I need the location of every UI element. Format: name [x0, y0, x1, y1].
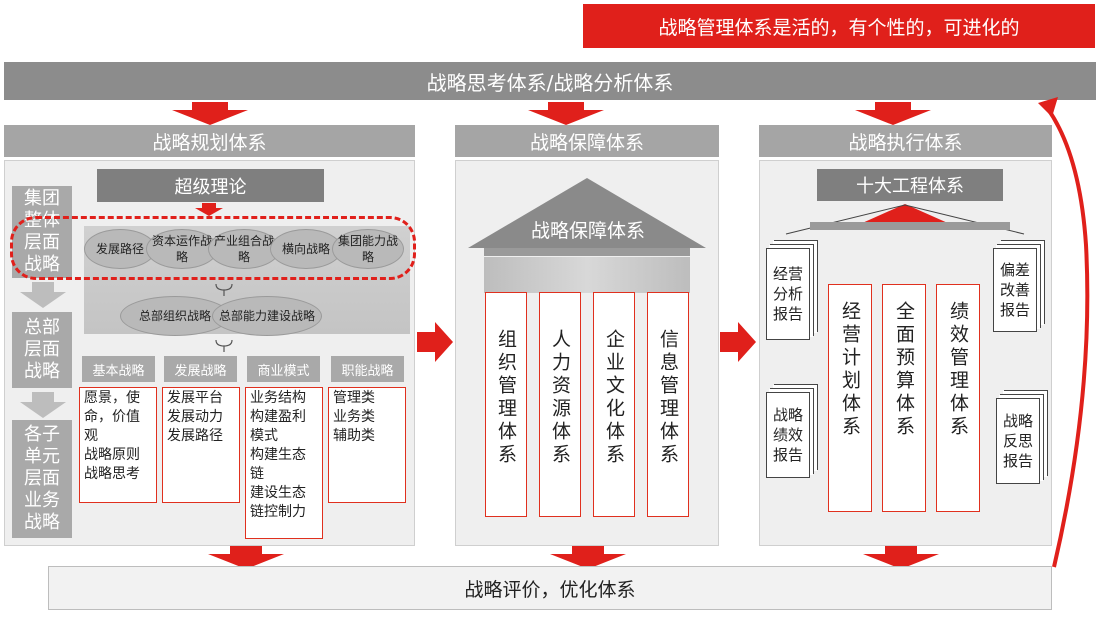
- list-item: 建设生态链控制力: [250, 485, 306, 520]
- report-performance: 战略绩效报告: [766, 392, 810, 478]
- roof-title: 战略保障体系: [530, 219, 645, 242]
- down-arrows-bottom: [208, 546, 939, 569]
- arrow-right-icon: [417, 322, 453, 362]
- oval-hq-capability: 总部能力建设战略: [212, 296, 322, 336]
- arrow-down-icon: [528, 102, 604, 125]
- list-item: 发展平台: [167, 390, 223, 406]
- list-item: 构建盈利模式: [250, 409, 306, 444]
- theory-down-arrow: [195, 203, 223, 216]
- oval-hq-org: 总部组织战略: [120, 296, 230, 336]
- level-unit: 各子单元层面业务战略: [12, 420, 72, 538]
- report-business-analysis: 经营分析报告: [766, 248, 810, 340]
- report-deviation: 偏差改善报告: [993, 248, 1037, 332]
- col-basic-list: 愿景，使命，价值观 战略原则 战略思考: [79, 387, 157, 503]
- execution-header: 战略执行体系: [759, 125, 1052, 157]
- brace-icon: [215, 339, 233, 352]
- pillar-culture: 企业文化体系: [593, 292, 635, 517]
- exec-bar: [810, 222, 1010, 230]
- right-arrow-1: [417, 322, 453, 362]
- right-arrow-2: [720, 322, 756, 362]
- oval-dev-path: 发展路径: [84, 229, 156, 269]
- list-item: 业务结构: [250, 390, 306, 406]
- col-function-list: 管理类 业务类 辅助类: [328, 387, 406, 503]
- evolution-banner: 战略管理体系是活的，有个性的，可进化的: [583, 4, 1095, 48]
- pillar-info: 信息管理体系: [647, 292, 689, 517]
- support-header: 战略保障体系: [455, 125, 719, 157]
- list-item: 愿景，使命，价值观: [84, 390, 140, 444]
- pillar-budget: 全面预算体系: [882, 284, 926, 512]
- arrow-right-icon: [720, 322, 756, 362]
- ten-projects-title: 十大工程体系: [817, 169, 1003, 201]
- strategy-thinking-bar: 战略思考体系/战略分析体系: [4, 62, 1096, 100]
- col-function-header: 职能战略: [331, 356, 404, 382]
- arrow-head-icon: [1038, 97, 1058, 117]
- pillar-hr: 人力资源体系: [539, 292, 581, 517]
- feedback-loop-arrow: [1038, 97, 1090, 568]
- brace-icon: [215, 283, 233, 296]
- level-hq: 总部层面战略: [12, 312, 72, 388]
- list-item: 发展路径: [167, 428, 223, 444]
- arrow-down-icon: [855, 102, 931, 125]
- report-reflection: 战略反思报告: [996, 398, 1040, 484]
- col-business-header: 商业模式: [247, 356, 320, 382]
- evaluation-bar: 战略评价，优化体系: [48, 566, 1052, 610]
- arrow-down-icon: [208, 546, 284, 569]
- list-item: 战略原则: [84, 447, 140, 463]
- beam: [484, 257, 690, 293]
- list-item: 业务类: [333, 409, 375, 425]
- list-item: 辅助类: [333, 428, 375, 444]
- group-highlight-outline: [10, 216, 416, 280]
- arrow-down-icon: [195, 203, 223, 216]
- col-dev-header: 发展战略: [164, 356, 237, 382]
- col-business-list: 业务结构 构建盈利模式 构建生态链 建设生态链控制力: [245, 387, 323, 539]
- arrow-down-icon: [863, 546, 939, 569]
- pillar-org: 组织管理体系: [485, 292, 527, 517]
- arrow-down-icon: [172, 102, 248, 125]
- list-item: 管理类: [333, 390, 375, 406]
- planning-header: 战略规划体系: [4, 125, 415, 157]
- pillar-business-plan: 经营计划体系: [828, 284, 872, 512]
- theory-box: 超级理论: [97, 169, 324, 202]
- arrow-down-icon: [550, 546, 626, 569]
- roof-shape: [468, 178, 706, 256]
- list-item: 发展动力: [167, 409, 223, 425]
- pillar-performance: 绩效管理体系: [936, 284, 980, 512]
- down-arrows-top: [172, 102, 931, 125]
- oval-capital: 资本运作战略: [146, 229, 218, 269]
- list-item: 构建生态链: [250, 447, 306, 482]
- oval-horizontal: 横向战略: [270, 229, 342, 269]
- oval-industry: 产业组合战略: [208, 229, 280, 269]
- list-item: 战略思考: [84, 466, 140, 482]
- col-dev-list: 发展平台 发展动力 发展路径: [162, 387, 240, 503]
- level-arrows: [20, 282, 66, 418]
- col-basic-header: 基本战略: [82, 356, 155, 382]
